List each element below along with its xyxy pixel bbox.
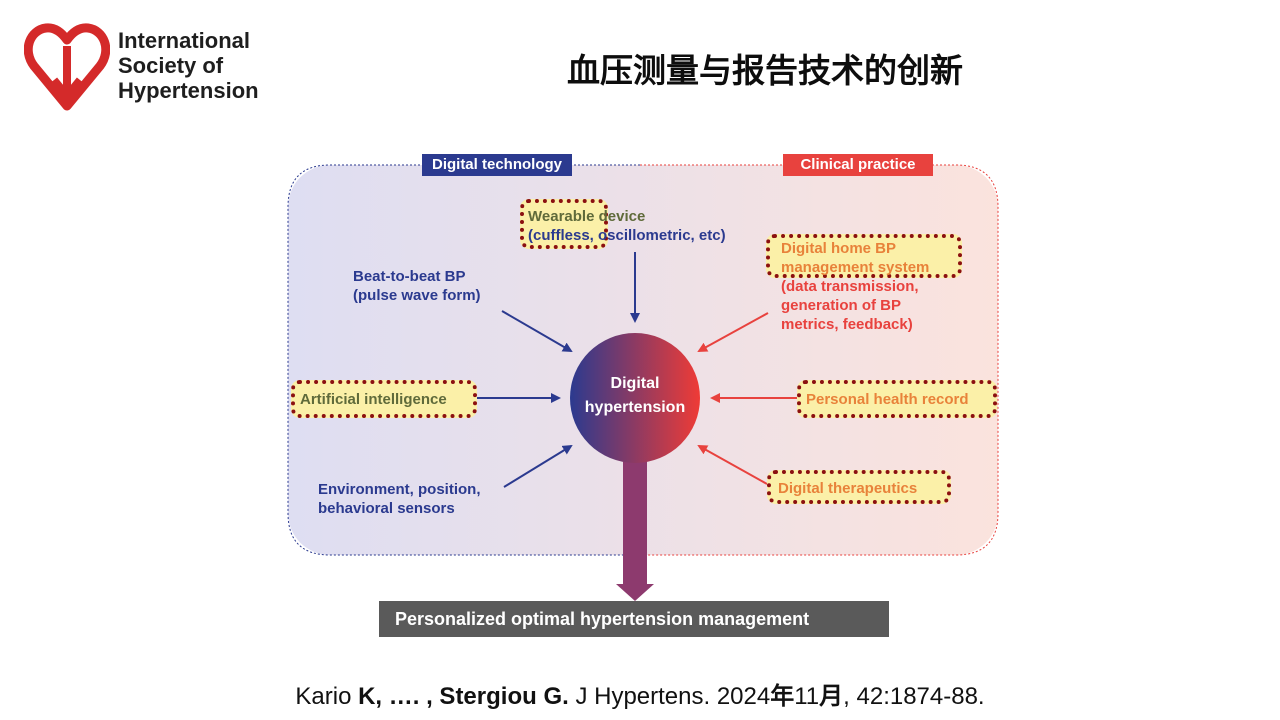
clinical-border xyxy=(640,164,999,556)
environment-label: Environment, position, behavioral sensor… xyxy=(318,480,481,518)
home-line-5: metrics, feedback) xyxy=(781,316,913,333)
result-arrow-shaft xyxy=(623,440,647,586)
beat-line-1: Beat-to-beat BP xyxy=(353,268,466,285)
citation-month-num: 11 xyxy=(794,683,820,710)
isht-logo: International Society of Hypertension xyxy=(24,22,284,118)
env-line-1: Environment, position, xyxy=(318,481,481,498)
beat-line-2: (pulse wave form) xyxy=(353,287,481,304)
ai-highlight xyxy=(291,380,477,418)
citation: Kario K, …. , Stergiou G. J Hypertens. 2… xyxy=(0,676,1280,711)
wearable-highlight xyxy=(520,199,608,249)
logo-line-1: International xyxy=(118,28,251,53)
citation-part-7: , 42:1874-88. xyxy=(843,683,985,710)
center-line-2: hypertension xyxy=(584,399,686,416)
citation-part-1: Kario xyxy=(295,683,359,710)
clinical-practice-tag: Clinical practice xyxy=(783,154,933,176)
env-line-2: behavioral sensors xyxy=(318,500,455,517)
phr-label: Personal health record xyxy=(806,391,969,408)
wearable-line-2: (cuffless, oscillometric, etc) xyxy=(528,227,726,244)
citation-part-3: J Hypertens. 2024 xyxy=(568,683,771,710)
home-line-1: Digital home BP xyxy=(781,240,897,257)
logo-line-2: Society of xyxy=(118,53,224,78)
ai-label: Artificial intelligence xyxy=(300,391,447,408)
phr-highlight xyxy=(797,380,997,418)
digital-technology-tag: Digital technology xyxy=(422,154,572,176)
dtx-label: Digital therapeutics xyxy=(778,480,918,497)
home-bp-label: Digital home BP management system (data … xyxy=(781,239,929,334)
dtx-highlight xyxy=(767,470,951,504)
center-line-1: Digital xyxy=(610,375,660,392)
wearable-device-label: Wearable device (cuffless, oscillometric… xyxy=(528,207,726,245)
digital-hypertension-circle xyxy=(570,333,700,463)
arrow-dtx xyxy=(697,445,768,485)
result-box: Personalized optimal hypertension manage… xyxy=(379,601,889,637)
wearable-line-1: Wearable device xyxy=(528,208,646,225)
slide-title: 血压测量与报告技术的创新 xyxy=(567,51,963,90)
home-line-3: (data transmission, xyxy=(781,278,919,295)
home-bp-highlight xyxy=(766,234,962,278)
arrow-beat-to-beat xyxy=(501,310,573,353)
heart-arrow-logo-icon xyxy=(24,23,110,111)
home-line-2: management system xyxy=(781,259,930,276)
citation-year-char: 年 xyxy=(770,683,795,710)
digital-hypertension-label: Digital hypertension xyxy=(570,372,700,420)
home-line-4: generation of BP xyxy=(781,297,902,314)
arrow-home-bp xyxy=(697,312,769,352)
result-arrow-head xyxy=(616,584,654,601)
citation-month-char: 月 xyxy=(819,683,844,710)
arrow-environment xyxy=(503,444,573,488)
logo-line-3: Hypertension xyxy=(118,78,259,103)
beat-to-beat-label: Beat-to-beat BP (pulse wave form) xyxy=(353,267,481,305)
citation-authors: K, …. , Stergiou G. xyxy=(358,683,569,710)
logo-wordmark: International Society of Hypertension xyxy=(118,28,259,103)
